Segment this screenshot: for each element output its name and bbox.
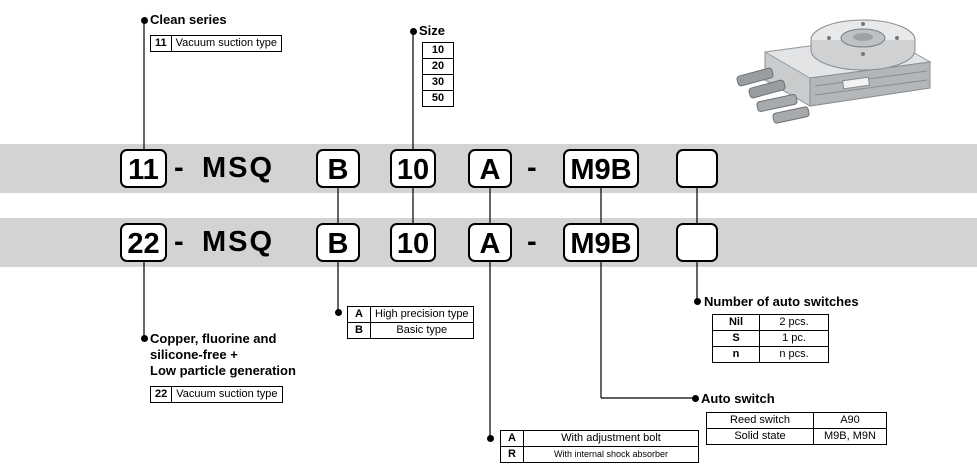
row2-hyphen: - — [174, 226, 186, 258]
precision-desc: Basic type — [370, 322, 474, 339]
row2-hyphen-2: - — [527, 226, 539, 258]
copper-free-title-1: Copper, fluorine and — [150, 331, 277, 346]
row2-count-box — [676, 223, 718, 262]
row1-prefix-box: 11 — [120, 149, 167, 188]
num-switches-code: Nil — [712, 314, 760, 331]
copper-free-title-2: silicone-free + — [150, 347, 238, 362]
copper-free-code: 22 — [149, 386, 173, 403]
auto-switch-type: Solid state — [706, 428, 814, 445]
num-switches-desc: 1 pc. — [759, 330, 829, 347]
row2-type-box: B — [316, 223, 360, 262]
row1-count-box — [676, 149, 718, 188]
precision-table: A High precision type B Basic type — [347, 306, 474, 339]
size-table: 10 20 30 50 — [422, 42, 454, 107]
adjustment-desc: With adjustment bolt — [523, 430, 699, 447]
num-switches-code: S — [712, 330, 760, 347]
row2-size-box: 10 — [390, 223, 436, 262]
num-switches-desc: n pcs. — [759, 346, 829, 363]
copper-free-dot — [141, 335, 148, 342]
size-option: 20 — [422, 58, 454, 75]
row2-prefix-box: 22 — [120, 223, 167, 262]
num-switches-desc: 2 pcs. — [759, 314, 829, 331]
adjustment-table: A With adjustment bolt R With internal s… — [500, 430, 699, 463]
precision-code: B — [347, 322, 371, 339]
size-dot — [410, 28, 417, 35]
row1-hyphen-2: - — [527, 152, 539, 184]
auto-switch-table: Reed switch A90 Solid state M9B, M9N — [706, 412, 887, 445]
precision-code: A — [347, 306, 371, 323]
clean-series-desc: Vacuum suction type — [170, 35, 282, 52]
row1-series: MSQ — [202, 152, 275, 184]
size-option: 30 — [422, 74, 454, 91]
adjustment-code: R — [500, 446, 524, 463]
precision-dot — [335, 309, 342, 316]
clean-series-table: 11 Vacuum suction type — [150, 35, 282, 52]
size-option: 50 — [422, 90, 454, 107]
num-switches-code: n — [712, 346, 760, 363]
row2-series: MSQ — [202, 226, 275, 258]
row1-type-box: B — [316, 149, 360, 188]
auto-switch-model: M9B, M9N — [813, 428, 887, 445]
rotary-actuator-image — [736, 19, 932, 124]
num-switches-title: Number of auto switches — [704, 294, 859, 309]
copper-free-table: 22 Vacuum suction type — [149, 386, 283, 403]
clean-series-code: 11 — [150, 35, 172, 52]
clean-series-title: Clean series — [150, 12, 227, 27]
row2-switch-box: M9B — [563, 223, 639, 262]
row2-adjust-box: A — [468, 223, 512, 262]
size-title: Size — [419, 23, 446, 38]
auto-switch-dot — [692, 395, 699, 402]
row1-adjust-box: A — [468, 149, 512, 188]
copper-free-title-3: Low particle generation — [150, 363, 296, 378]
adjustment-dot — [487, 435, 494, 442]
clean-series-dot — [141, 17, 148, 24]
precision-desc: High precision type — [370, 306, 474, 323]
auto-switch-model: A90 — [813, 412, 887, 429]
adjustment-desc: With internal shock absorber — [523, 446, 699, 463]
num-switches-dot — [694, 298, 701, 305]
auto-switch-title: Auto switch — [701, 391, 775, 406]
copper-free-desc: Vacuum suction type — [171, 386, 283, 403]
num-switches-table: Nil 2 pcs. S 1 pc. n n pcs. — [712, 314, 829, 363]
row1-size-box: 10 — [390, 149, 436, 188]
auto-switch-type: Reed switch — [706, 412, 814, 429]
size-option: 10 — [422, 42, 454, 59]
row1-switch-box: M9B — [563, 149, 639, 188]
adjustment-code: A — [500, 430, 524, 447]
row1-hyphen: - — [174, 152, 186, 184]
